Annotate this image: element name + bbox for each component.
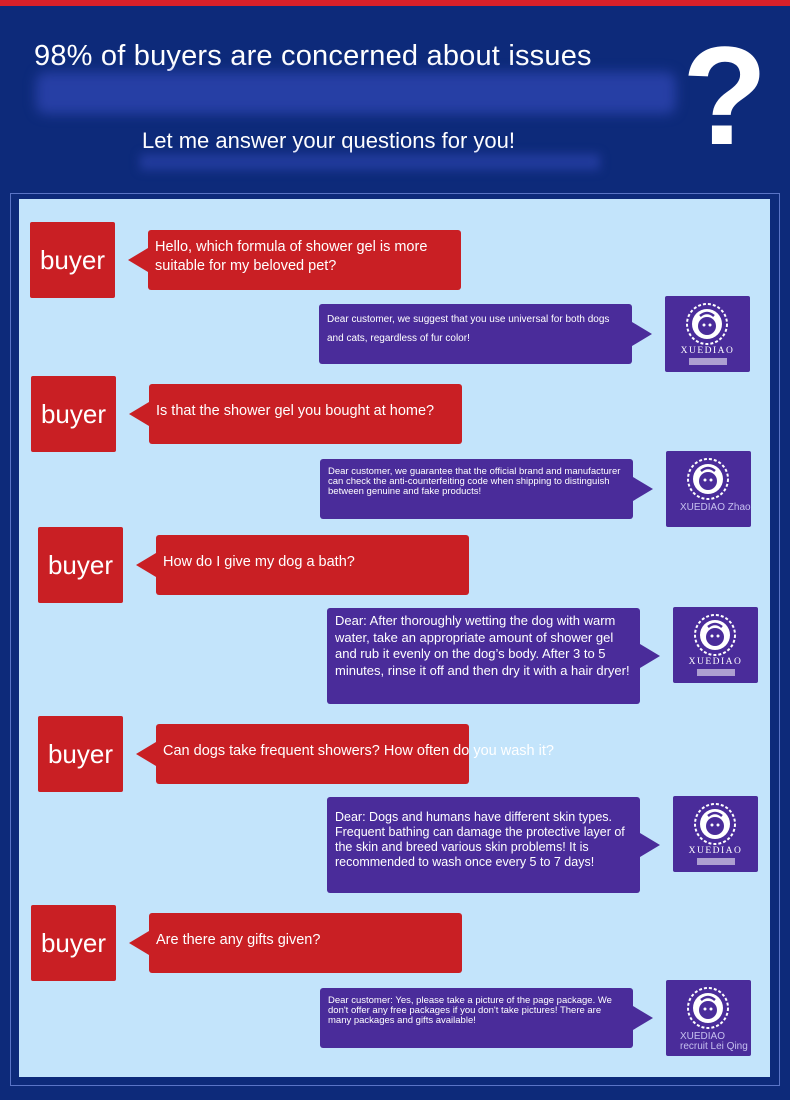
- seller-avatar: XUEDIAO: [665, 296, 750, 372]
- seller-name: XUEDIAO Zhao: [680, 502, 751, 513]
- seller-name: XUEDIAO recruit Lei Qing: [680, 1031, 748, 1052]
- brand-chinese-mark: [689, 358, 727, 365]
- buyer-question-4: Can dogs take frequent showers? How ofte…: [136, 724, 554, 784]
- buyer-avatar: buyer: [31, 905, 116, 981]
- brand-chinese-mark: [697, 858, 735, 865]
- seller-answer-4: Dear: Dogs and humans have different ski…: [327, 797, 660, 893]
- top-accent-bar: [0, 0, 790, 6]
- header-title: 98% of buyers are concerned about issues: [34, 40, 592, 72]
- dog-logo-icon: [687, 458, 729, 500]
- seller-avatar: XUEDIAO: [673, 796, 758, 872]
- buyer-label: buyer: [40, 398, 107, 429]
- seller-avatar: XUEDIAO: [673, 607, 758, 683]
- header-decoration: [36, 72, 676, 114]
- header-banner: 98% of buyers are concerned about issues…: [0, 6, 790, 192]
- buyer-label: buyer: [47, 549, 114, 580]
- buyer-avatar: buyer: [38, 716, 123, 792]
- buyer-avatar: buyer: [30, 222, 115, 298]
- seller-brand: XUEDIAO: [680, 346, 735, 356]
- chat-panel-frame: [10, 193, 780, 1086]
- subtitle-decoration: [140, 154, 600, 170]
- seller-brand: XUEDIAO: [688, 846, 743, 856]
- seller-answer-1: Dear customer, we suggest that you use u…: [319, 304, 652, 364]
- seller-answer-2: Dear customer, we guarantee that the off…: [320, 459, 653, 519]
- dog-logo-icon: [686, 303, 728, 345]
- seller-brand: XUEDIAO: [688, 657, 743, 667]
- buyer-avatar: buyer: [38, 527, 123, 603]
- brand-chinese-mark: [697, 669, 735, 676]
- seller-avatar: XUEDIAO recruit Lei Qing: [666, 980, 751, 1056]
- buyer-label: buyer: [39, 244, 106, 275]
- dog-logo-icon: [694, 803, 736, 845]
- buyer-question-2: Is that the shower gel you bought at hom…: [129, 384, 462, 444]
- header-subtitle: Let me answer your questions for you!: [142, 128, 515, 153]
- buyer-label: buyer: [47, 738, 114, 769]
- buyer-avatar: buyer: [31, 376, 116, 452]
- seller-answer-3: Dear: After thoroughly wetting the dog w…: [327, 608, 660, 704]
- buyer-question-1: Hello, which formula of shower gel is mo…: [128, 230, 461, 290]
- dog-logo-icon: [694, 614, 736, 656]
- buyer-question-3: How do I give my dog a bath?: [136, 535, 469, 595]
- dog-logo-icon: [687, 987, 729, 1029]
- buyer-question-5: Are there any gifts given?: [129, 913, 462, 973]
- seller-answer-5: Dear customer: Yes, please take a pictur…: [320, 988, 653, 1048]
- buyer-label: buyer: [40, 927, 107, 958]
- question-mark-icon: ?: [682, 17, 768, 174]
- seller-avatar: XUEDIAO Zhao: [666, 451, 751, 527]
